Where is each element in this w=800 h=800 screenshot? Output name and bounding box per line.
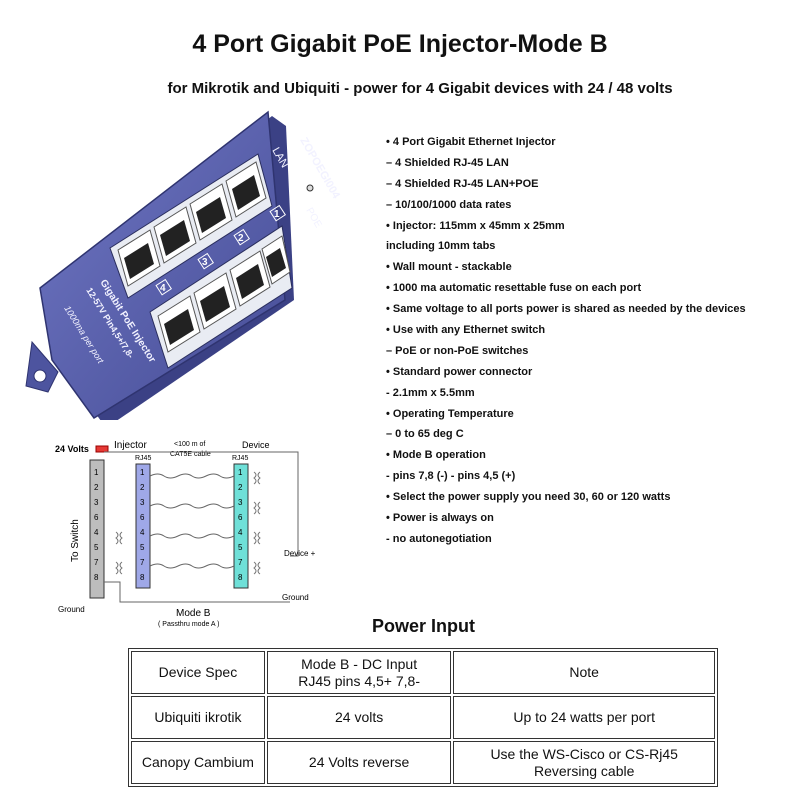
injector-pin-label: 4 (140, 528, 145, 537)
injector-pin-label: 2 (140, 483, 145, 492)
switch-pin-label: 2 (94, 483, 99, 492)
table-cell: Mode B - DC Input RJ45 pins 4,5+ 7,8- (266, 651, 452, 694)
spec-item: • 4 Port Gigabit Ethernet Injector (386, 136, 556, 148)
injector-pin-label: 7 (140, 558, 145, 567)
injector-label: Injector (114, 440, 147, 451)
injector-rj45-label: RJ45 (135, 455, 151, 462)
mode-sub-label: ( Passthru mode A ) (158, 621, 219, 628)
spec-item: - no autonegotiation (386, 532, 492, 545)
spec-item: – 4 Shielded RJ-45 LAN+POE (386, 177, 539, 190)
spec-item: – 0 to 65 deg C (386, 428, 464, 441)
spec-item: • Injector: 115mm x 45mm x 25mm (386, 219, 565, 232)
table-cell: Up to 24 watts per port (453, 696, 715, 739)
page-subtitle: for Mikrotik and Ubiquiti - power for 4 … (167, 80, 673, 97)
table-cell: Device Spec (131, 651, 265, 694)
table-cell: Note (453, 651, 715, 694)
poe-injector-illustration: 1 2 3 4 LAN POE ZOPOEGI004 Gigabit PoE I… (25, 110, 342, 420)
cable-label-2: CAT5E cable (170, 451, 211, 458)
volts-label: 24 Volts (55, 444, 89, 454)
poe-ports (149, 225, 293, 369)
spec-item: • Power is always on (386, 512, 494, 525)
spec-item: - 2.1mm x 5.5mm (386, 386, 475, 399)
switch-pin-label: 7 (94, 558, 99, 567)
spec-item: – 4 Shielded RJ-45 LAN (386, 156, 509, 169)
device-pin-label: 6 (238, 513, 243, 522)
switch-pin-label: 8 (94, 573, 99, 582)
spec-item: - pins 7,8 (-) - pins 4,5 (+) (386, 470, 516, 483)
injector-pin-label: 1 (140, 468, 145, 477)
table-cell: Use the WS-Cisco or CS-Rj45 Reversing ca… (453, 741, 715, 784)
poe-label: POE (303, 206, 323, 230)
table-cell: Canopy Cambium (131, 741, 265, 784)
device-label: Device (242, 440, 270, 450)
spec-item: including 10mm tabs (386, 240, 496, 253)
spec-item: • 1000 ma automatic resettable fuse on e… (386, 282, 642, 295)
device-pin-label: 3 (238, 498, 243, 507)
device-pin-label: 5 (238, 543, 243, 552)
device-pin-label: 7 (238, 558, 243, 567)
switch-pin-label: 3 (94, 498, 99, 507)
device-pin-label: 8 (238, 573, 243, 582)
lan-ports (109, 153, 273, 299)
spec-item: • Use with any Ethernet switch (386, 324, 546, 337)
port-number-3: 3 (202, 257, 208, 268)
spec-item: • Wall mount - stackable (386, 261, 512, 274)
port-number-2: 2 (238, 233, 244, 244)
table-cell: 24 Volts reverse (266, 741, 452, 784)
wiring-diagram: 24 Volts Injector RJ45 <100 m of CAT5E c… (55, 440, 316, 628)
injector-pin-label: 5 (140, 543, 145, 552)
spec-item: • Standard power connector (386, 365, 533, 378)
spec-item: – 10/100/1000 data rates (386, 198, 512, 211)
spec-item: – PoE or non-PoE switches (386, 344, 529, 357)
port-number-4: 4 (160, 283, 166, 294)
spec-item: • Same voltage to all ports power is sha… (386, 303, 746, 316)
switch-pin-label: 5 (94, 543, 99, 552)
spec-item: • Select the power supply you need 30, 6… (386, 491, 671, 504)
to-switch-label: To Switch (70, 519, 81, 562)
switch-pin-label: 4 (94, 528, 99, 537)
injector-pin-label: 8 (140, 573, 145, 582)
page-title: 4 Port Gigabit PoE Injector-Mode B (192, 30, 608, 58)
ground-label-left: Ground (58, 605, 85, 614)
power-input-title: Power Input (372, 616, 475, 636)
switch-pin-label: 1 (94, 468, 99, 477)
injector-pin-label: 6 (140, 513, 145, 522)
device-pin-label: 4 (238, 528, 243, 537)
device-pin-label: 2 (238, 483, 243, 492)
device-pin-label: 1 (238, 468, 243, 477)
device-plus-label: Device + (284, 549, 316, 558)
table-cell: 24 volts (266, 696, 452, 739)
injector-pin-label: 3 (140, 498, 145, 507)
device-rj45-label: RJ45 (232, 455, 248, 462)
switch-pin-label: 6 (94, 513, 99, 522)
model-label: ZOPOEGI004 (297, 136, 342, 202)
spec-item: • Mode B operation (386, 449, 486, 462)
spec-item: • Operating Temperature (386, 407, 514, 420)
table-cell: Ubiquiti ikrotik (131, 696, 265, 739)
specs-list: • 4 Port Gigabit Ethernet Injector – 4 Sh… (386, 132, 746, 550)
port-number-1: 1 (274, 209, 280, 220)
ground-label-right: Ground (282, 593, 309, 602)
mode-label: Mode B (176, 608, 211, 619)
cable-label-1: <100 m of (174, 441, 205, 448)
